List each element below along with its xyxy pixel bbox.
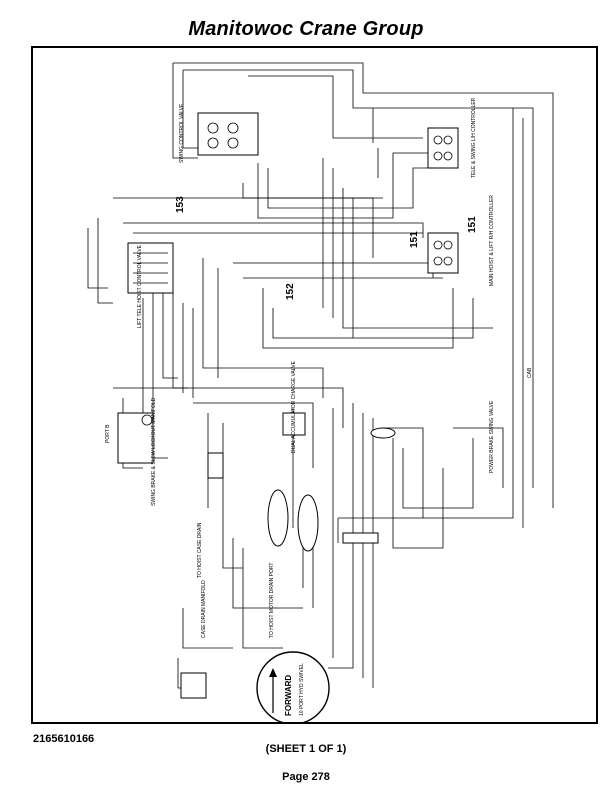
tele-swing-controller-body	[427, 127, 459, 169]
label-lift-tele-hoist-valve: LIFT TELE HOIST CONTROL VALVE	[137, 244, 143, 328]
pressure-switch-body	[207, 452, 224, 479]
label-hoist-motor-drain: TO HOIST MOTOR DRAIN PORT	[269, 563, 275, 638]
label-swivel: 10 PORT HYD SWIVEL	[299, 663, 305, 716]
line-label-151-left: 151	[409, 231, 420, 248]
controller-details	[133, 122, 453, 426]
page-title: Manitowoc Crane Group	[188, 18, 424, 40]
label-swing-brake-manifold: SWING BRAKE & SLEW LOCKOUT MANIFOLD	[151, 397, 157, 506]
swing-brake-valve	[370, 427, 396, 439]
line-label-153: 153	[175, 196, 186, 213]
line-label-151-right: 151	[467, 216, 478, 233]
main-hoist-controller-body	[427, 232, 459, 274]
hydraulic-lines	[87, 62, 554, 689]
cab-junction-body	[342, 532, 379, 544]
label-swing-control-valve: SWING CONTROL VALVE	[179, 103, 185, 163]
swivel-labels: FORWARD 10 PORT HYD SWIVEL	[284, 663, 305, 716]
label-hoist-case-drain: TO HOIST CASE DRAIN	[197, 522, 203, 578]
lift-tele-hoist-valve-body	[127, 242, 174, 294]
component-labels: SWING CONTROL VALVE TELE & SWING L/H CON…	[105, 97, 533, 638]
label-tele-swing-controller: TELE & SWING L/H CONTROLLER	[471, 97, 477, 178]
label-case-drain-manifold: CASE DRAIN MANIFOLD	[201, 580, 207, 638]
document-number: 2165610166	[33, 733, 95, 745]
label-forward: FORWARD	[284, 675, 293, 716]
diagram-frame	[31, 46, 598, 724]
hydraulic-schematic: 153 152 151 151 SWING CONTROL VALVE TELE…	[87, 62, 554, 722]
accumulator-2	[297, 494, 319, 552]
accumulators	[267, 427, 396, 552]
accumulator-1	[267, 489, 289, 547]
swing-brake-manifold-body	[117, 412, 154, 464]
line-number-labels: 153 152 151 151	[175, 196, 478, 300]
label-dual-accumulator: DUAL ACCUMULATOR CHARGE VALVE	[291, 360, 297, 453]
swing-control-valve-body	[197, 112, 259, 156]
dual-accumulator-valve-body	[282, 412, 306, 436]
hydraulic-swivel	[256, 651, 330, 722]
label-cab: CAB	[527, 367, 533, 378]
label-main-hoist-controller: MAIN HOIST & LIFT R/H CONTROLLER	[489, 195, 495, 286]
page-number: Page 278	[282, 771, 330, 783]
components	[117, 112, 459, 699]
label-power-brake-swing: POWER BRAKE SWING VALVE	[489, 400, 495, 473]
sheet-indicator: (SHEET 1 OF 1)	[265, 743, 347, 755]
hoist-motor-body	[180, 672, 207, 699]
line-label-152: 152	[285, 283, 296, 300]
label-port-b: PORT B	[105, 424, 111, 443]
